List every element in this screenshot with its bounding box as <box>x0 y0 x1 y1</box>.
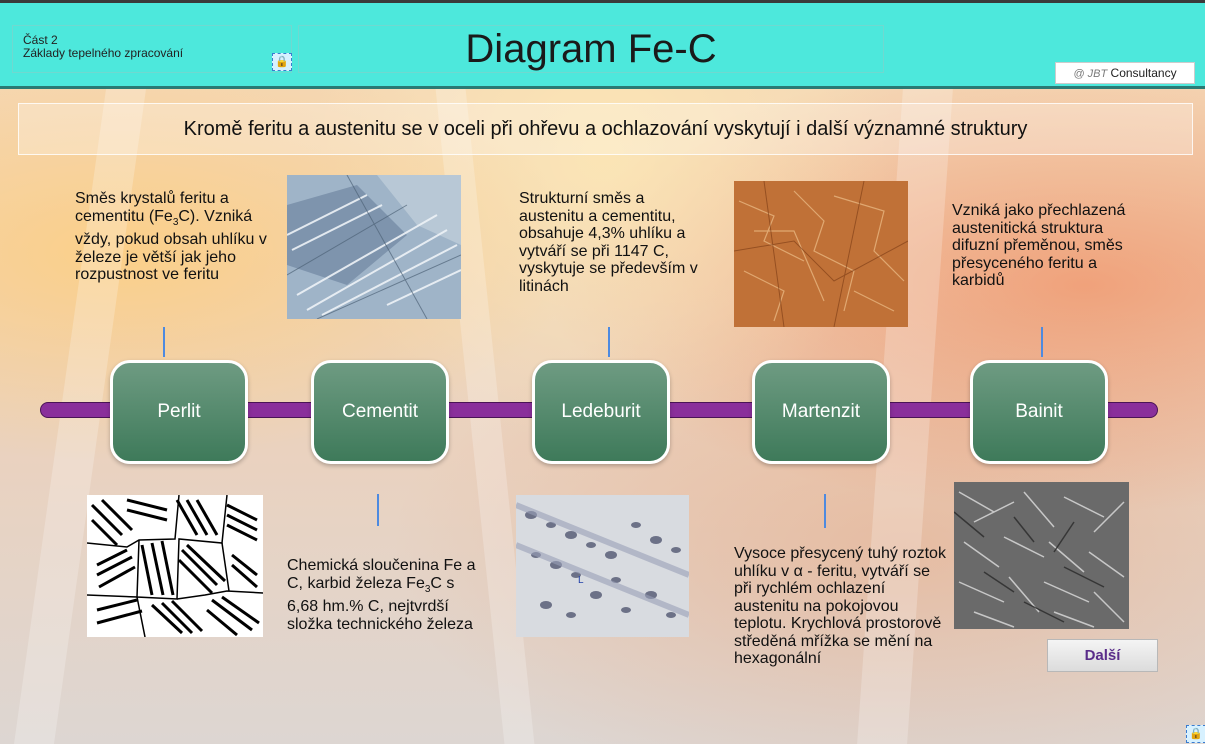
timeline-node-perlit[interactable]: Perlit <box>110 360 248 464</box>
slide-content: Kromě feritu a austenitu se v oceli při … <box>0 89 1205 744</box>
perlit-micrograph-image <box>87 495 263 637</box>
ledeburit-connector-line <box>608 327 610 357</box>
bainit-micrograph-image <box>954 482 1129 629</box>
bainit-connector-line <box>1041 327 1043 357</box>
martenzit-connector-line <box>824 494 826 528</box>
cementit-formula-subscript: 3 <box>424 583 431 595</box>
cementit-micrograph-image <box>287 175 461 319</box>
slide-subtitle: Kromě feritu a austenitu se v oceli při … <box>18 103 1193 155</box>
perlit-formula-subscript: 3 <box>172 216 179 228</box>
page-title: Diagram Fe-C <box>298 25 884 73</box>
perlit-description: Směs krystalů feritu a cementitu (Fe3C).… <box>75 190 270 284</box>
cementit-connector-line <box>377 494 379 526</box>
cementit-description-text: Chemická sloučenina Fe a C, karbid želez… <box>287 557 476 592</box>
ledeburit-micrograph-image: L <box>516 495 689 637</box>
martenzit-micrograph-image <box>734 181 908 327</box>
section-number: Část 2 <box>23 33 58 47</box>
lock-icon[interactable]: 🔒 <box>272 53 292 71</box>
section-name: Základy tepelného zpracování <box>23 46 184 60</box>
timeline-node-bainit[interactable]: Bainit <box>970 360 1108 464</box>
perlit-description-text-end: C). Vzniká vždy, pokud obsah uhlíku v že… <box>75 207 267 284</box>
section-label: Část 2 Základy tepelného zpracování <box>12 25 292 73</box>
timeline-node-martenzit[interactable]: Martenzit <box>752 360 890 464</box>
logo-text: Consultancy <box>1110 66 1177 80</box>
lock-icon[interactable]: 🔒 <box>1186 725 1205 743</box>
company-logo: @ JBT Consultancy <box>1055 62 1195 84</box>
ledeburit-description: Strukturní směs a austenitu a cementitu,… <box>519 190 698 295</box>
martenzit-description: Vysoce přesycený tuhý roztok uhlíku v α … <box>734 545 946 667</box>
bainit-description: Vzniká jako přechlazená austenitická str… <box>952 202 1126 289</box>
timeline-node-cementit[interactable]: Cementit <box>311 360 449 464</box>
perlit-connector-line <box>163 327 165 357</box>
cementit-description-text-end: C s 6,68 hm.% C, nejtvrdší složka techni… <box>287 574 473 633</box>
next-button[interactable]: Další <box>1047 639 1158 672</box>
timeline-node-ledeburit[interactable]: Ledeburit <box>532 360 670 464</box>
window-top-border <box>0 0 1205 3</box>
svg-text:L: L <box>578 575 584 586</box>
header: Část 2 Základy tepelného zpracování 🔒 Di… <box>0 3 1205 89</box>
cementit-description: Chemická sloučenina Fe a C, karbid želez… <box>287 557 487 633</box>
logo-mark: @ JBT <box>1073 68 1108 80</box>
perlit-description-text: Směs krystalů feritu a cementitu (Fe <box>75 190 229 225</box>
